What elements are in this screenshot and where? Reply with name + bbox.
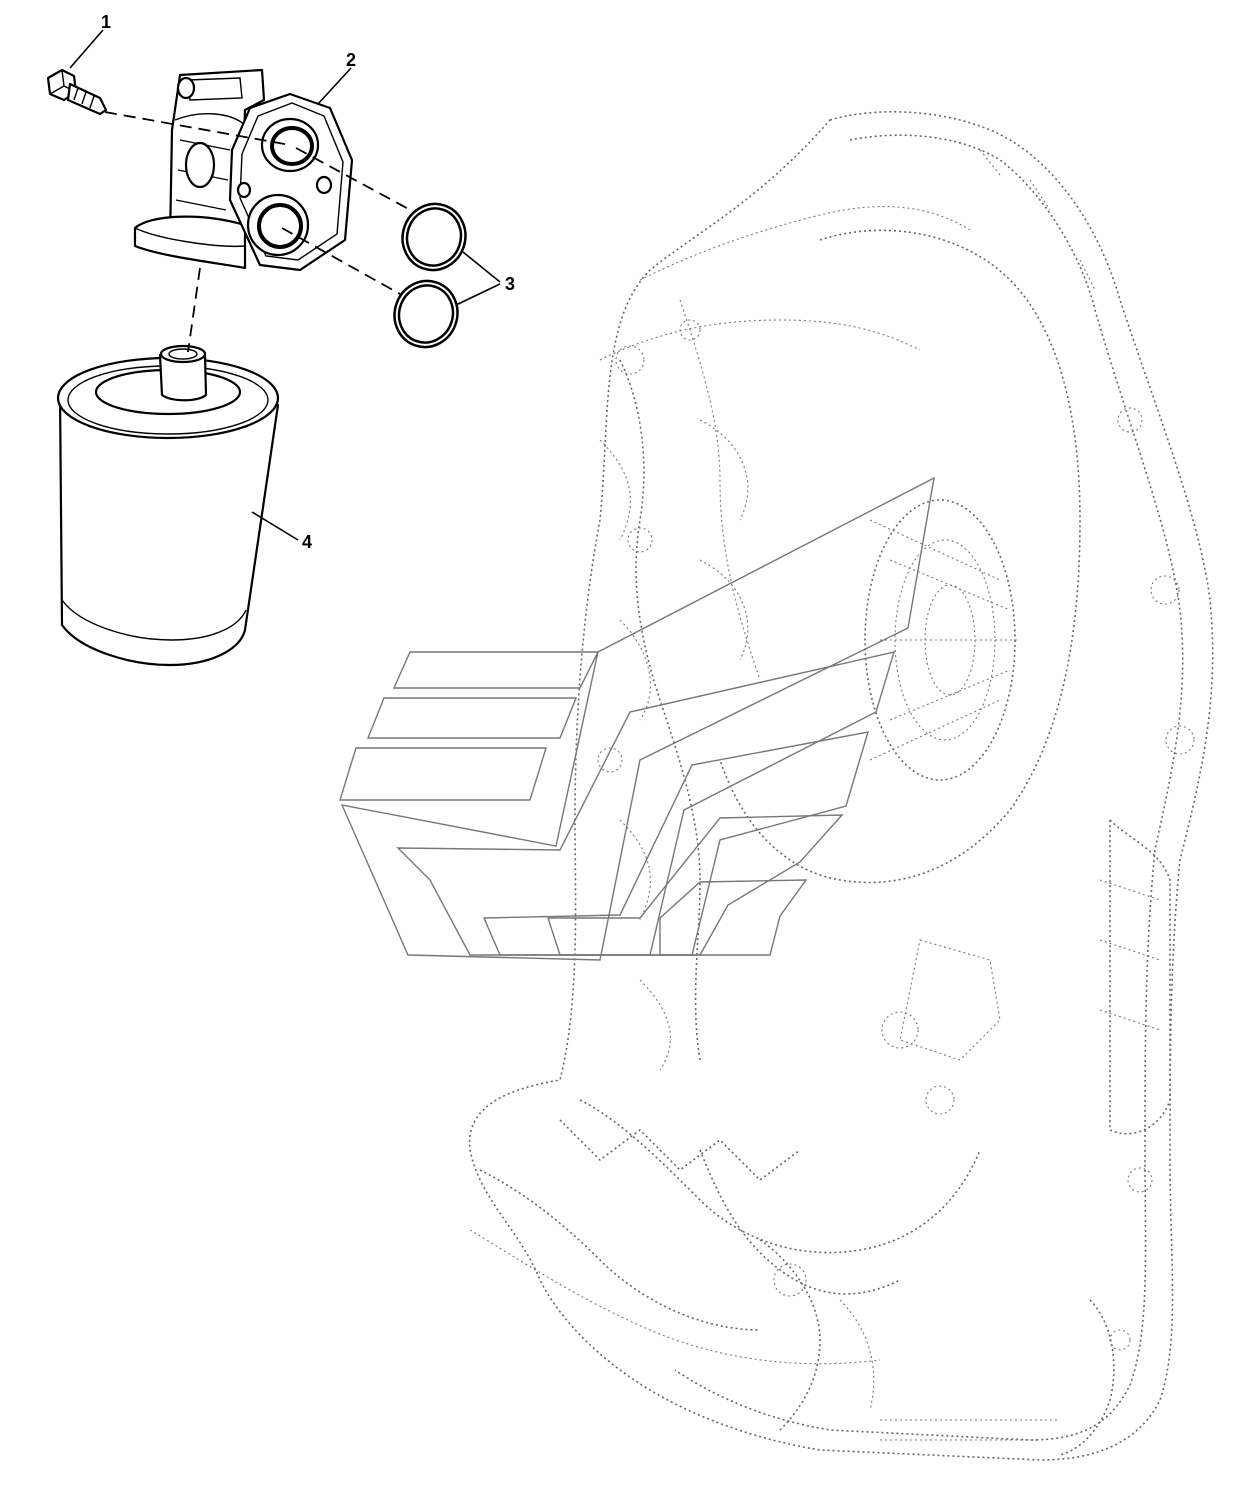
callout-4: 4 <box>302 532 312 552</box>
callout-1: 1 <box>101 12 111 32</box>
o-ring-icon <box>393 202 467 349</box>
callout-2: 2 <box>346 50 356 70</box>
assembly-centerlines <box>104 111 415 353</box>
callout-labels: 1 2 3 4 <box>101 12 515 552</box>
brand-logo-watermark-icon <box>339 476 935 961</box>
filter-cartridge-icon <box>56 344 280 667</box>
transmission-housing-outline-icon <box>468 111 1214 1461</box>
filter-head-icon <box>133 68 354 272</box>
bolt-icon <box>46 68 108 116</box>
callout-3: 3 <box>505 274 515 294</box>
callout-leaders <box>69 29 501 541</box>
